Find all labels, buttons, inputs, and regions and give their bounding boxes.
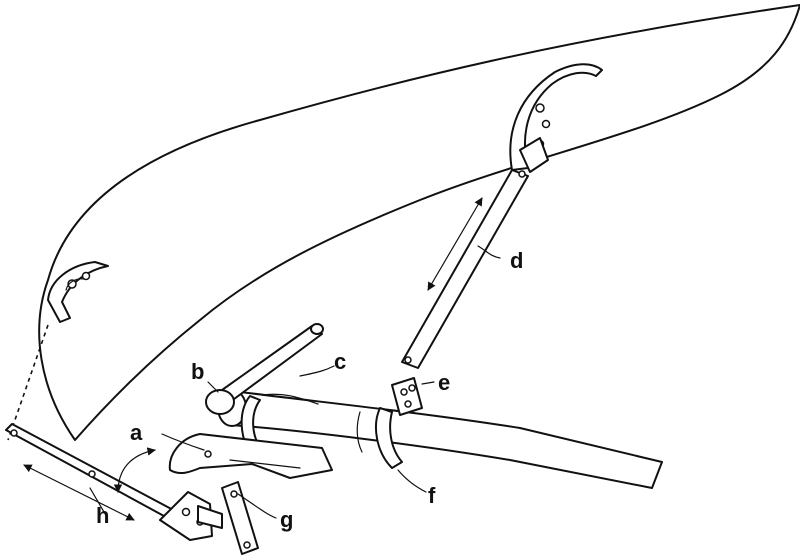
callout-g: g (280, 507, 293, 532)
canopy-outline (38, 4, 800, 441)
front-bow-clip (47, 261, 109, 323)
callout-a: a (130, 420, 143, 445)
callout-d: d (510, 248, 523, 273)
leader-d (477, 245, 501, 259)
leg-g (221, 481, 259, 555)
rear-bow-clip (509, 63, 603, 173)
arm-b (205, 323, 324, 415)
leader-e (421, 381, 435, 385)
callout-h: h (96, 503, 109, 528)
slide-arrow-h (23, 464, 135, 521)
strut-adjust-arrow (427, 197, 483, 291)
leader-f (397, 469, 427, 493)
callout-f: f (428, 483, 436, 508)
bar-h-block (159, 491, 223, 541)
leader-h (89, 487, 105, 513)
rotate-arrow (113, 447, 156, 493)
leader-g (237, 493, 277, 519)
clamp-e (391, 377, 423, 416)
callout-b: b (191, 359, 204, 384)
callout-e: e (438, 370, 450, 395)
callout-c: c (334, 349, 346, 374)
strap-f (375, 407, 403, 469)
alignment-dashed-line (7, 324, 49, 441)
leader-a (161, 433, 205, 451)
bracket-a (168, 433, 333, 479)
leader-b (207, 381, 219, 393)
leader-c (299, 365, 335, 377)
